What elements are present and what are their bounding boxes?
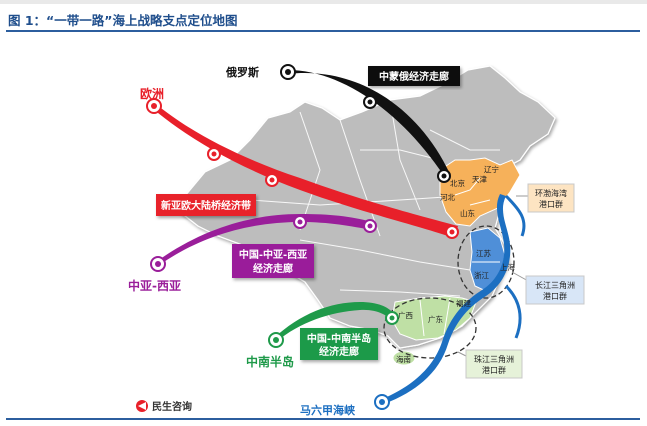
pearl-cluster-ring xyxy=(383,297,477,359)
province-fujian: 福建 xyxy=(456,298,471,308)
china-indochina-label-line1: 中国-中南半岛 xyxy=(307,332,371,345)
china-mongolia-russia-label-box: 中蒙俄经济走廊 xyxy=(368,66,460,86)
china-indochina-label-line2: 经济走廊 xyxy=(319,345,359,358)
china-mongolia-russia-label: 中蒙俄经济走廊 xyxy=(379,70,449,83)
central-asia-corridor xyxy=(156,214,372,266)
russia-corridor xyxy=(288,70,450,176)
china-central-west-asia-label-line2: 经济走廊 xyxy=(253,262,293,275)
indochina-china-marker xyxy=(385,311,399,325)
russia-end-marker xyxy=(280,64,296,80)
province-borders xyxy=(249,99,500,297)
pearl-port-cluster-line2: 港口群 xyxy=(482,365,506,375)
yangtze-port-cluster-line2: 港口群 xyxy=(543,291,567,301)
minsheng-logo-text: 民生咨询 xyxy=(152,400,192,413)
province-beijing: 北京 xyxy=(450,178,465,188)
china-indochina-label-box: 中国-中南半岛 经济走廊 xyxy=(300,328,378,360)
minsheng-logo: 民生咨询 xyxy=(136,400,192,413)
province-jiangsu: 江苏 xyxy=(476,248,491,258)
yangtze-port-cluster-line1: 长江三角洲 xyxy=(535,280,575,290)
malacca-end-label: 马六甲海峡 xyxy=(300,403,356,417)
province-guangdong: 广东 xyxy=(428,314,443,324)
central-asia-end-marker xyxy=(150,256,166,272)
maritime-branch-bohai xyxy=(504,194,526,237)
china-central-west-asia-label-line1: 中国-中亚-西亚 xyxy=(239,248,307,261)
pearl-region xyxy=(391,295,477,341)
bohai-region xyxy=(439,157,521,227)
russia-china-marker xyxy=(437,169,451,183)
province-guangxi: 广西 xyxy=(398,310,413,320)
china-central-west-asia-label-box: 中国-中亚-西亚 经济走廊 xyxy=(232,244,314,278)
province-labels: 北京 天津 辽宁 河北 山东 江苏 上海 浙江 福建 广东 广西 海南 xyxy=(396,164,515,364)
indochina-end-marker xyxy=(268,332,284,348)
new-eurasia-label: 新亚欧大陆桥经济带 xyxy=(161,199,251,212)
figure-title: 图 1：“一带一路”海上战略支点定位地图 xyxy=(8,13,238,28)
province-shanghai: 上海 xyxy=(500,262,515,272)
pearl-port-cluster-callout: 珠江三角洲 港口群 xyxy=(457,349,523,379)
eurasia-corridor xyxy=(152,104,458,238)
central-asia-mid-marker xyxy=(293,215,307,229)
province-shandong: 山东 xyxy=(460,208,475,218)
malacca-marker xyxy=(374,394,390,410)
indochina-corridor xyxy=(274,302,394,342)
central-asia-china-marker xyxy=(363,219,377,233)
europe-end-label: 欧洲 xyxy=(140,86,164,101)
bohai-port-cluster-line1: 环渤海湾 xyxy=(535,188,567,198)
province-zhejiang: 浙江 xyxy=(474,270,489,280)
title-rule xyxy=(6,30,640,32)
province-hebei: 河北 xyxy=(440,193,455,202)
corridor-markers xyxy=(146,64,459,410)
central-west-asia-end-label: 中亚-西亚 xyxy=(128,278,181,293)
russia-mid-marker xyxy=(363,95,377,109)
russia-end-label: 俄罗斯 xyxy=(225,65,259,79)
pearl-inner-border xyxy=(419,297,451,337)
maritime-branch-yangtze xyxy=(504,284,522,339)
bottom-rule xyxy=(6,418,640,420)
europe-china-marker xyxy=(445,225,459,239)
europe-mid-marker-2 xyxy=(265,173,279,187)
bohai-port-cluster-line2: 港口群 xyxy=(539,199,563,209)
province-tianjin: 天津 xyxy=(472,175,487,184)
new-eurasia-label-box: 新亚欧大陆桥经济带 xyxy=(156,194,256,216)
yangtze-port-cluster-callout: 长江三角洲 港口群 xyxy=(511,271,585,305)
indochina-end-label: 中南半岛 xyxy=(246,354,294,369)
province-liaoning: 辽宁 xyxy=(484,164,499,174)
pearl-port-cluster-line1: 珠江三角洲 xyxy=(474,354,514,364)
yangtze-cluster-ring xyxy=(457,225,515,299)
europe-mid-marker-1 xyxy=(207,147,221,161)
province-hainan: 海南 xyxy=(396,354,411,364)
europe-end-marker xyxy=(146,98,162,114)
bohai-port-cluster-callout: 环渤海湾 港口群 xyxy=(516,183,575,213)
top-strip xyxy=(0,0,647,4)
bohai-inner-border xyxy=(454,177,491,206)
